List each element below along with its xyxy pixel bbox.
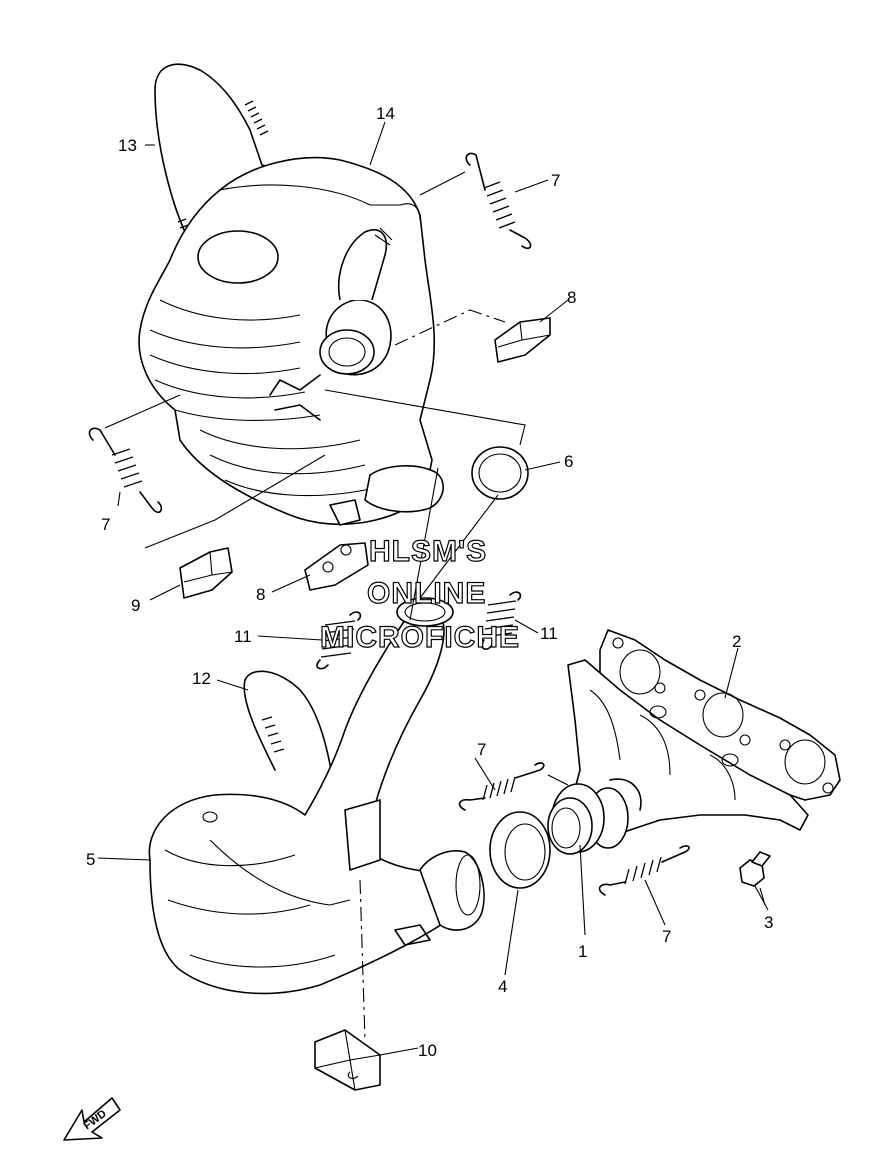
part-12-hanger-wire[interactable] — [243, 670, 336, 801]
part-7-spring-top[interactable] — [465, 152, 532, 250]
callout-14: 14 — [376, 104, 395, 123]
callout-2: 2 — [732, 632, 741, 651]
part-13-hanger-wire[interactable] — [154, 63, 281, 241]
fwd-arrow: FWD — [63, 1097, 121, 1141]
callout-7-center: 7 — [477, 740, 486, 759]
callout-8-middle: 8 — [256, 585, 265, 604]
part-6-gasket[interactable] — [471, 446, 529, 500]
part-1-exhaust-manifold[interactable] — [547, 659, 809, 855]
callout-7-left: 7 — [101, 515, 110, 534]
callout-11-left: 11 — [234, 627, 252, 646]
callout-6: 6 — [564, 452, 573, 471]
watermark: HLSM'S ONLINE MICROFICHE — [319, 534, 520, 654]
watermark-line-2: ONLINE — [367, 577, 486, 610]
callout-4: 4 — [498, 977, 507, 996]
watermark-line-1: HLSM'S — [369, 535, 487, 568]
part-9-damper[interactable] — [179, 547, 233, 599]
part-5-expansion-chamber[interactable] — [148, 597, 485, 995]
callout-9: 9 — [131, 596, 140, 615]
part-7-spring-left[interactable] — [88, 427, 163, 513]
part-8-clip-top[interactable] — [494, 317, 551, 363]
callout-3: 3 — [764, 913, 773, 932]
callout-7-lower-right: 7 — [662, 927, 671, 946]
part-7-spring-lower-right[interactable] — [598, 845, 690, 896]
callout-13: 13 — [118, 136, 137, 155]
part-14-muffler[interactable] — [138, 156, 444, 526]
part-8-clip-middle[interactable] — [304, 542, 369, 591]
part-7-spring-center[interactable] — [458, 762, 545, 811]
callout-1: 1 — [578, 942, 587, 961]
part-3-bolt[interactable] — [739, 851, 771, 887]
callout-labels: 13 14 7 8 6 7 9 8 11 11 2 12 7 5 1 3 7 4… — [86, 104, 773, 1060]
callout-8-top: 8 — [567, 288, 576, 307]
callout-5: 5 — [86, 850, 95, 869]
callout-12: 12 — [192, 669, 211, 688]
part-11-spring-right[interactable] — [481, 591, 522, 650]
part-11-spring-left[interactable] — [316, 611, 362, 670]
callout-7-top: 7 — [551, 171, 560, 190]
part-10-damper[interactable] — [314, 1029, 381, 1091]
watermark-line-3: MICROFICHE — [320, 621, 520, 654]
part-4-joint[interactable] — [489, 811, 551, 889]
callout-11-right: 11 — [540, 624, 558, 643]
callout-10: 10 — [418, 1041, 437, 1060]
